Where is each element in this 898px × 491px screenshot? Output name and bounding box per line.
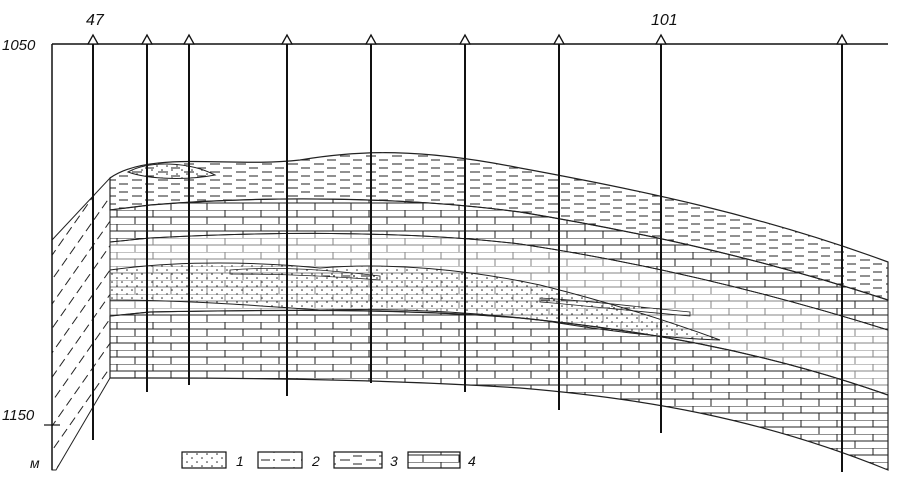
legend-number-1: 1 — [236, 453, 244, 469]
well — [364, 33, 378, 383]
depth-label-top: 1050 — [2, 37, 36, 54]
well — [552, 33, 566, 410]
legend: 1 2 3 4 — [181, 451, 476, 469]
clay-dashes-icon — [333, 451, 383, 469]
well — [86, 33, 100, 440]
well-label-101: 101 — [651, 12, 678, 29]
well — [835, 33, 849, 472]
legend-number-2: 2 — [311, 453, 320, 469]
sandstone-dots-icon — [181, 451, 227, 469]
depth-unit: м — [30, 455, 40, 471]
well-label-47: 47 — [86, 12, 105, 29]
siltstone-interbed — [229, 268, 381, 281]
well — [182, 33, 196, 385]
well — [280, 33, 294, 396]
lower-limestone-layer — [109, 309, 889, 471]
siltstone-interbed — [539, 297, 691, 317]
upper-sand-lens — [126, 163, 217, 179]
siltstone-dash-dot-icon — [257, 451, 303, 469]
legend-number-4: 4 — [468, 453, 476, 469]
well — [140, 33, 154, 392]
left-flank-slanted-beds — [51, 176, 111, 471]
well — [654, 33, 668, 433]
limestone-bricks-icon — [407, 451, 461, 469]
legend-number-3: 3 — [390, 453, 398, 469]
depth-label-bottom: 1150 — [2, 407, 35, 424]
well — [458, 33, 472, 392]
wells — [86, 33, 849, 472]
